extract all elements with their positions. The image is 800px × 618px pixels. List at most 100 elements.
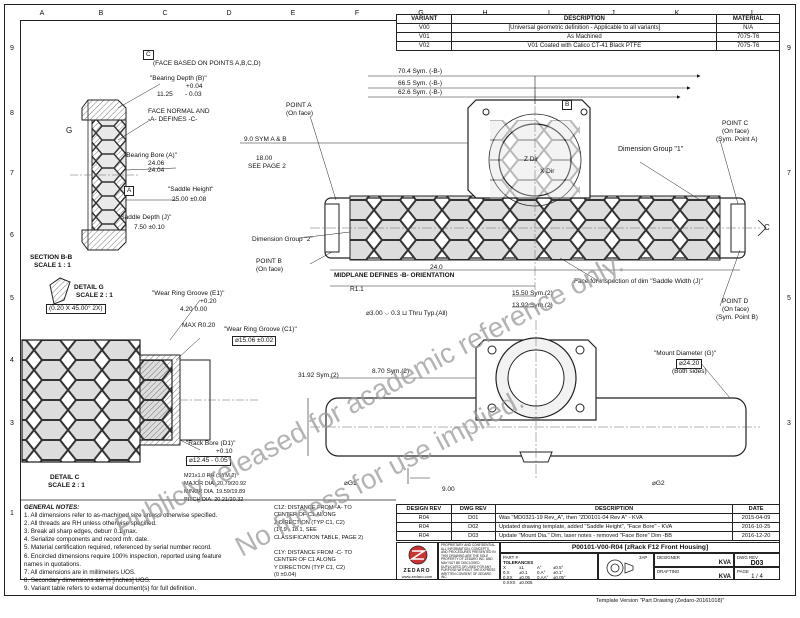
point-d-sub: (On face) [722, 306, 750, 313]
tol-cell: X [503, 565, 506, 570]
bearing-bore-upper: 24.06 [148, 160, 165, 167]
tol-cell: 0.XXX [503, 580, 516, 585]
dim-62-6: 62.6 Sym. (-B-) [398, 89, 443, 96]
g-callout: G [66, 126, 73, 135]
designer-value: KVA [718, 560, 731, 566]
main-top-view [310, 90, 767, 290]
zone-letter: B [98, 10, 104, 17]
rev-cell: R04 [396, 513, 452, 523]
detail-c-view [21, 339, 260, 463]
g1-callout: ⌀G1 [344, 480, 357, 487]
dwg-rev-header: DWG REV [450, 504, 496, 514]
note-item: 7. All dimensions are in millimeters UOS… [24, 568, 136, 576]
drafting-label: DRAFTING [657, 569, 680, 574]
dim-70-4: 70.4 Sym. (-B-) [398, 68, 443, 75]
note-item: 2. All threads are RH unless otherwise s… [24, 520, 157, 528]
tol-cell: 0.A° [537, 570, 546, 575]
zone-letter: C [162, 10, 168, 17]
dim-24-0: 24.0 [430, 264, 443, 271]
bearing-depth-label: "Bearing Depth (B)" [150, 75, 207, 82]
thread-callout: M21x1.0 RH (SYM.2) [184, 473, 237, 479]
dim-8-70: 8.70 Sym.(2) [372, 368, 410, 375]
tol-cell: ±0.05° [553, 575, 566, 580]
section-bb-title: SECTION B-B [30, 254, 73, 261]
zedaro-logo-icon [408, 545, 428, 565]
design-rev-header: DESIGN REV [396, 504, 452, 514]
pitch-dia: PITCH DIA. 20.21/20.32 [184, 497, 244, 503]
c1z-line: CENTER OF C1 ALONG [274, 512, 336, 519]
c1z-note: C1Z: DISTANCE FROM -A- TO CENTER OF C1 A… [274, 505, 394, 542]
zone-number: 5 [787, 295, 791, 302]
note-item: names in quotations. [24, 560, 82, 568]
rack-bore-plus: +0.10 [216, 448, 233, 455]
page-cell: PAGE 1 / 4 [734, 567, 780, 580]
projection-cell: 3AP [598, 553, 654, 580]
rack-bore-value: ⌀12.45 - 0.05 [186, 456, 231, 466]
point-b-sub: (On face) [256, 266, 284, 273]
hole-callout: ⌀3.00 ⌵ 0.3 ⊔ Thru Typ.(All) [366, 310, 448, 317]
wear-ring-e1-value: 4.20 0.00 [180, 306, 208, 313]
page-label: PAGE [737, 569, 749, 574]
tol-cell: ±0.1° [553, 570, 564, 575]
tol-cell: 0.XX [503, 575, 513, 580]
c1z-line: Z DIRECTION (TYP C1, C2) [274, 519, 345, 526]
desc-cell: Was "MD0321-19 Rev_A", then "ZD0101-04 R… [494, 513, 734, 523]
dimension-group-1: Dimension Group "1" [618, 146, 684, 153]
general-notes: GENERAL NOTES: 1. All dimensions refer t… [24, 504, 284, 593]
zone-number: 5 [10, 295, 14, 302]
minor-dia: MINOR DIA. 19.59/19.89 [184, 489, 246, 495]
tol-cell: ±0.05 [519, 575, 530, 580]
tol-cell: ±0.005 [519, 580, 533, 585]
wear-ring-c1-label: "Wear Ring Groove (C1)" [224, 326, 297, 333]
drafting-value: KVA [718, 574, 731, 580]
bearing-bore-lower: 24.04 [148, 167, 165, 174]
bearing-depth-minus: - 0.03 [185, 91, 202, 98]
notes-title: GENERAL NOTES: [24, 504, 80, 511]
part-label: PART # [503, 555, 518, 560]
rack-bore-label: "Rack Bore (D1)" [186, 440, 236, 447]
date-cell: 2015-04-09 [732, 513, 780, 523]
note-item: 5. Material certification required, refe… [24, 544, 212, 552]
wear-ring-e1-label: "Wear Ring Groove (E1)" [152, 290, 225, 297]
third-angle-projection-icon [606, 559, 634, 577]
dim-9-0: 9.0 SYM A & B [244, 136, 287, 143]
table-row: V02 V01 Coated with Calico CT-41 Black P… [395, 41, 780, 51]
variant-cell: V02 [395, 41, 453, 51]
desc-cell: Update "Mount Dia." Dim, laser notes - r… [494, 531, 734, 541]
z-dir-label: Z Dir [524, 156, 539, 163]
c1z-line: CLASSIFICATION TABLE, PAGE 2) [274, 534, 364, 541]
detail-g-title: DETAIL G [74, 284, 104, 291]
zone-number: 7 [10, 170, 14, 177]
c1y-line: CENTER OF C1 ALONG [274, 557, 336, 564]
point-d-label: POINT D [722, 298, 749, 305]
dim-18-00: 18.00 [256, 155, 273, 162]
datum-c-box: C [143, 50, 154, 60]
dim-9-00: 9.00 [442, 486, 455, 493]
tolerances-label: TOLERANCES [503, 560, 534, 565]
dwg-cell: D02 [450, 522, 496, 532]
lower-view-dimensions [307, 295, 536, 484]
section-bb-scale: SCALE 1 : 1 [34, 262, 71, 269]
zone-letter: I [548, 10, 550, 17]
dwg-rev-value: D03 [750, 560, 764, 567]
table-row: R04 D03 Update "Mount Dia." Dim, laser n… [396, 531, 780, 541]
zone-letter: A [39, 10, 45, 17]
outer-border [4, 4, 796, 596]
zone-letter: E [290, 10, 296, 17]
saddle-height-value: 25.00 ±0.08 [172, 196, 207, 203]
radius-1-1: R1.1 [350, 286, 364, 293]
detail-g-view [49, 277, 71, 305]
dwg-cell: D01 [450, 513, 496, 523]
note-item: 9. Variant table refers to external docu… [24, 584, 197, 592]
designer-label: DESIGNER [657, 555, 680, 560]
c1z-line: (17.9 - 18.1, SEE [274, 527, 317, 534]
point-c-label: POINT C [722, 120, 749, 127]
point-a-sub: (On face) [286, 110, 314, 117]
see-page-note: SEE PAGE 2 [248, 163, 286, 170]
title-block: ZEDARO www.zedaro.com PROPRIETARY AND CO… [396, 542, 780, 585]
rev-cell: R04 [396, 522, 452, 532]
dwg-rev-label: DWG REV [737, 555, 758, 560]
c1y-line: Y DIRECTION (TYP C1, C2) [274, 564, 345, 571]
g2-callout: ⌀G2 [652, 480, 665, 487]
point-b-label: POINT B [256, 258, 282, 265]
